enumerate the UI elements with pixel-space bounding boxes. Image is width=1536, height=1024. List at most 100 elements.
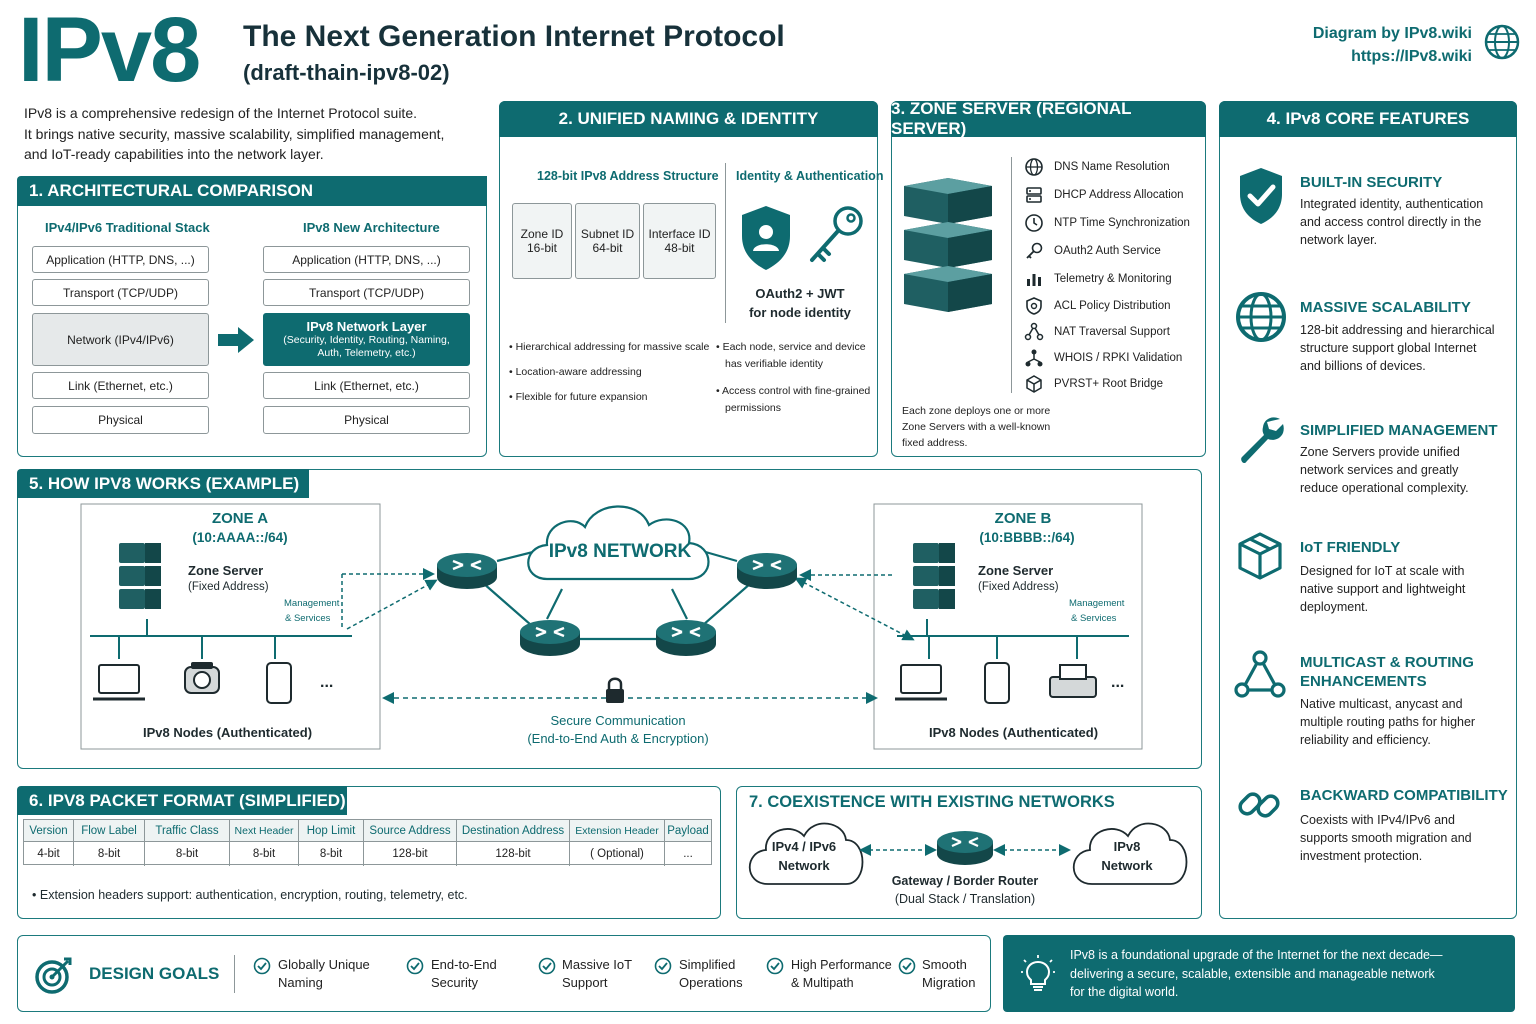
desc-line: structure support global Internet [1300, 341, 1477, 355]
desc-line: and billions of devices. [1300, 359, 1426, 373]
feature-desc: Native multicast, anycast and multiple ro… [1300, 695, 1475, 749]
desc-line: Zone Servers provide unified [1300, 445, 1460, 459]
divider [1011, 157, 1012, 393]
identity-title: Identity & Authentication [736, 169, 884, 183]
nodes-label: IPv8 Nodes (Authenticated) [929, 725, 1099, 740]
goal-line: End-to-End [431, 957, 497, 972]
wrench-icon [1241, 417, 1284, 463]
goal-line: Support [562, 975, 608, 990]
desc-line: network services and greatly [1300, 463, 1459, 477]
feature-title: IoT FRIENDLY [1300, 539, 1401, 556]
intro-line: It brings native security, massive scala… [24, 125, 445, 142]
mgmt-label: & Services [1071, 613, 1117, 624]
goal-line: Naming [278, 975, 323, 990]
feature-title: MASSIVE SCALABILITY [1300, 299, 1471, 316]
site-url[interactable]: https://IPv8.wiki [1351, 48, 1472, 65]
feature-title: MULTICAST & ROUTING [1300, 654, 1474, 671]
field-bits: 8-bit [252, 848, 276, 860]
mgmt-label: & Services [285, 613, 331, 624]
section-title: 3. ZONE SERVER (REGIONAL SERVER) [891, 99, 1206, 138]
field-bits: 8-bit [319, 848, 343, 860]
goal-line: Globally Unique [278, 957, 370, 972]
more-devices: ... [320, 674, 334, 691]
field-bits: ( Optional) [590, 848, 644, 860]
share-icon [1024, 322, 1044, 341]
service-item: Telemetry & Monitoring [1054, 273, 1172, 285]
layer-box: Transport (TCP/UDP) [32, 279, 209, 306]
gateway-sub: (Dual Stack / Translation) [894, 892, 1036, 906]
shield-check-icon [1240, 168, 1282, 224]
zone-server-sub: (Fixed Address) [978, 581, 1059, 593]
field-bits: 128-bit [392, 848, 428, 860]
service-item: NTP Time Synchronization [1054, 217, 1190, 229]
field-name: Source Address [364, 820, 456, 842]
feature-desc: Designed for IoT at scale with native sup… [1300, 562, 1465, 616]
server-icon [1026, 187, 1042, 203]
check-circle-icon [766, 957, 784, 975]
field-name: Hop Limit [299, 820, 363, 842]
clock-icon [1025, 214, 1043, 232]
goal-line: High Performance [791, 958, 892, 972]
identity-caption: for node identity [749, 305, 851, 320]
desc-line: multiple routing paths for higher [1300, 715, 1476, 729]
key-icon [810, 206, 863, 262]
desc-line: 128-bit addressing and hierarchical [1300, 323, 1495, 337]
link-icon [1238, 792, 1280, 818]
layer-box: Transport (TCP/UDP) [263, 279, 470, 306]
box-icon [1238, 532, 1282, 580]
feature-title: BUILT-IN SECURITY [1300, 174, 1443, 191]
page-subtitle: (draft-thain-ipv8-02) [243, 60, 450, 85]
shield-icon [1026, 297, 1042, 315]
field-bits: 128-bit [495, 848, 531, 860]
design-goals-bar [17, 935, 991, 1012]
service-item: DHCP Address Allocation [1054, 189, 1184, 201]
summary-box [1003, 935, 1515, 1012]
note-line: Zone Servers with a well-known [902, 421, 1051, 433]
field-bits: ... [683, 848, 693, 860]
goal-line: Security [431, 975, 478, 990]
server-stack-icon [904, 178, 992, 312]
mgmt-label: Management [284, 598, 340, 609]
service-item: WHOIS / RPKI Validation [1054, 352, 1183, 364]
globe-icon [1236, 292, 1286, 342]
desc-line: Designed for IoT at scale with [1300, 564, 1465, 578]
layer-box: Physical [263, 406, 470, 434]
desc-line: supports smooth migration and [1300, 831, 1472, 845]
target-icon [35, 957, 72, 994]
field-bits: 48-bit [664, 241, 695, 255]
ipv8-layer-box: IPv8 Network Layer (Security, Identity, … [263, 313, 470, 366]
nodes-label: IPv8 Nodes (Authenticated) [143, 725, 313, 740]
desc-line: reliability and efficiency. [1300, 733, 1431, 747]
goal-line: Operations [679, 975, 743, 990]
service-item: ACL Policy Distribution [1054, 300, 1171, 312]
field-bits: 8-bit [97, 848, 121, 860]
packet-field: Version 4-bit [24, 820, 74, 866]
section-title: 1. ARCHITECTURAL COMPARISON [17, 176, 487, 206]
check-circle-icon [654, 957, 672, 975]
field-name: Extension Header [570, 820, 664, 842]
desc-line: investment protection. [1300, 849, 1423, 863]
field-name: Subnet ID [580, 227, 635, 241]
check-circle-icon [253, 957, 271, 975]
desc-line: Integrated identity, authentication [1300, 197, 1484, 211]
divider [234, 955, 235, 993]
layer-box: Application (HTTP, DNS, ...) [32, 246, 209, 273]
desc-line: native support and lightweight [1300, 582, 1466, 596]
field-bits: 4-bit [37, 848, 60, 860]
bar-chart-icon [1027, 274, 1041, 286]
desc-line: Native multicast, anycast and [1300, 697, 1463, 711]
network-label: IPv8 NETWORK [548, 541, 692, 562]
secure-comm-sub: (End-to-End Auth & Encryption) [527, 731, 709, 746]
field-name: Version [24, 820, 73, 842]
network-icon [1234, 650, 1286, 698]
bullet-text: Each node, service and device [716, 339, 866, 355]
field-name: Next Header [230, 820, 298, 842]
packet-field: Payload... [665, 820, 711, 866]
check-circle-icon [406, 957, 424, 975]
packet-note: Extension headers support: authenticatio… [32, 888, 468, 902]
coexistence-diagram [748, 822, 1188, 885]
